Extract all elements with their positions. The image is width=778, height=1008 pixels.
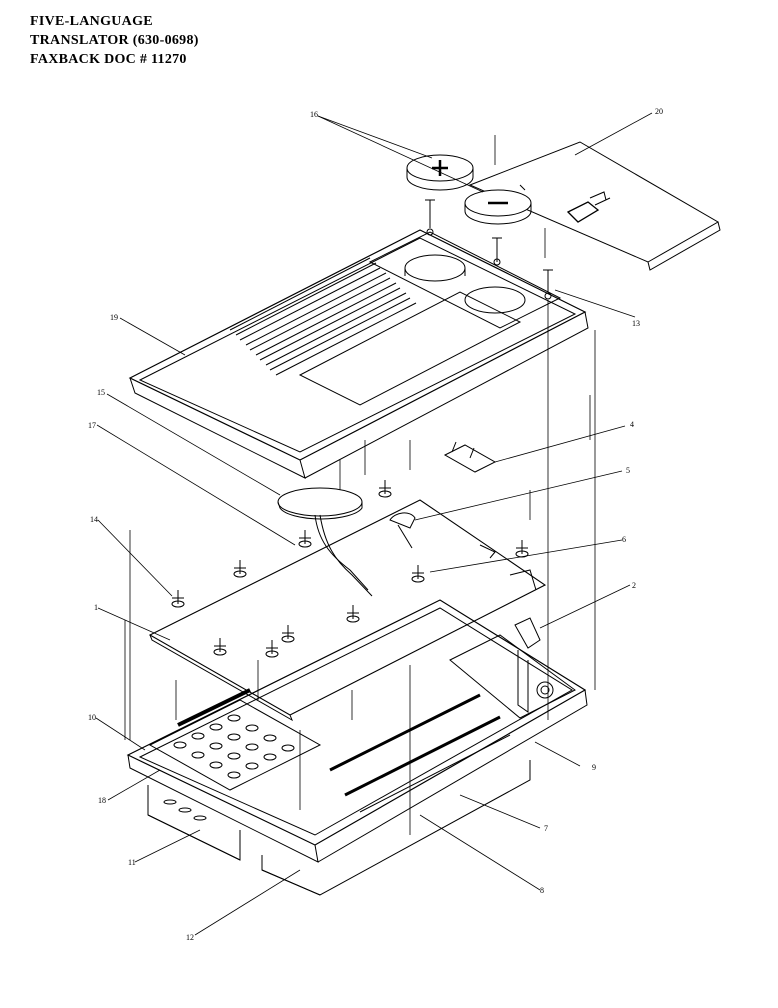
header-doc-number: FAXBACK DOC # 11270 (30, 52, 187, 67)
label-8: 8 (540, 886, 544, 895)
label-5: 5 (626, 466, 630, 475)
speaker (277, 487, 373, 597)
header-model: TRANSLATOR (630-0698) (30, 33, 199, 48)
label-14: 14 (90, 515, 98, 524)
coin-battery-2 (464, 189, 532, 225)
coin-battery-1 (406, 154, 474, 191)
bottom-case (126, 599, 588, 863)
label-13: 13 (632, 319, 640, 328)
label-4: 4 (630, 420, 634, 429)
contact-clip-4 (443, 441, 497, 473)
label-9: 9 (592, 763, 596, 772)
label-17: 17 (88, 421, 96, 430)
battery-door (468, 141, 721, 271)
leader-lines (95, 112, 653, 936)
label-11: 11 (128, 858, 136, 867)
label-7: 7 (544, 824, 548, 833)
part-labels: 16 20 13 19 15 17 4 5 6 14 2 1 10 9 18 7… (88, 107, 663, 942)
label-10: 10 (88, 713, 96, 722)
screw-set (171, 199, 553, 658)
label-2: 2 (632, 581, 636, 590)
label-18: 18 (98, 796, 106, 805)
keypad (148, 688, 322, 791)
label-12: 12 (186, 933, 194, 942)
main-circuit-board (148, 499, 547, 722)
label-6: 6 (622, 535, 626, 544)
contact-clip-2 (514, 617, 541, 713)
label-16: 16 (310, 110, 318, 119)
label-15: 15 (97, 388, 105, 397)
label-20: 20 (655, 107, 663, 116)
top-cover (128, 229, 589, 479)
document-header: FIVE-LANGUAGE TRANSLATOR (630-0698) FAXB… (30, 12, 199, 69)
base-plate-11 (147, 785, 241, 861)
base-plate-12 (261, 760, 531, 896)
header-title: FIVE-LANGUAGE (30, 14, 153, 29)
assembly-guides (124, 135, 596, 835)
label-1: 1 (94, 603, 98, 612)
label-19: 19 (110, 313, 118, 322)
